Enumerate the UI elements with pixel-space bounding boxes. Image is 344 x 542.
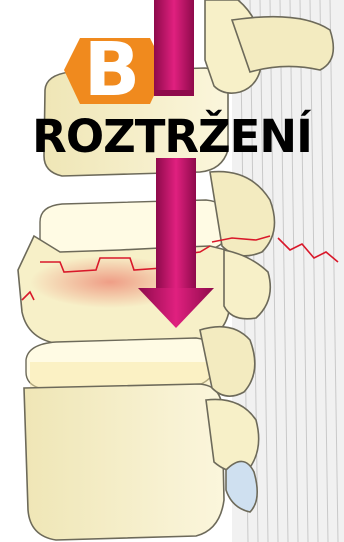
badge-letter: B: [64, 30, 160, 110]
lower-disc: [26, 338, 214, 390]
arrow-down-icon: [154, 0, 194, 96]
diagram-title: ROZTRŽENÍ: [0, 114, 344, 159]
